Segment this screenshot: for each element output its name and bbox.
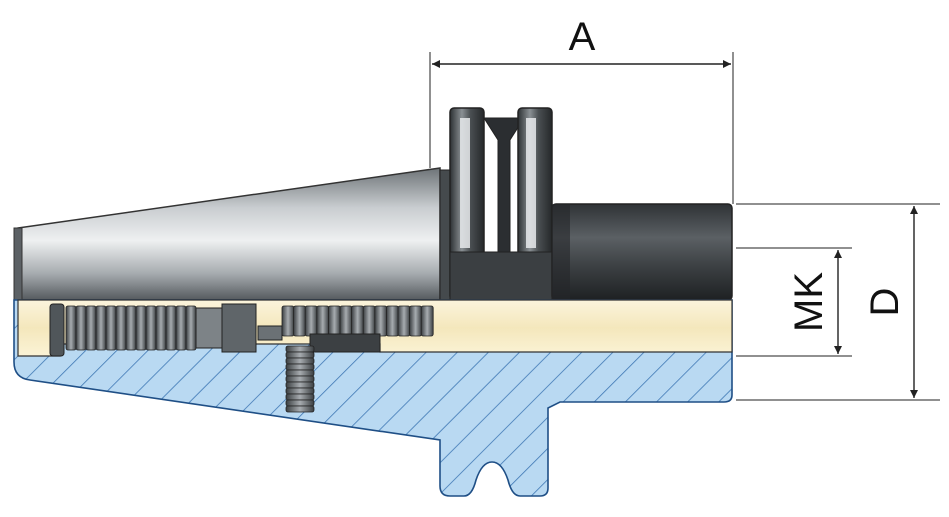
thread-ridge [374, 305, 388, 337]
thread-ridge [327, 305, 341, 337]
thread-ridge [95, 305, 107, 351]
dimension-mk: MK [736, 247, 852, 357]
drawbar-thread [65, 305, 197, 351]
thread-ridge [351, 305, 365, 337]
radial-set-screw [285, 345, 315, 413]
label-mk: MK [787, 272, 831, 332]
thread-ridge [285, 369, 315, 377]
thread-ridge [85, 305, 97, 351]
flange-lower-band [449, 251, 553, 301]
thread-ridge [339, 305, 353, 337]
drawbar-end [49, 303, 65, 357]
thread-ridge [105, 305, 117, 351]
thread-ridge [285, 363, 315, 371]
front-body-shade [552, 204, 570, 300]
thread-ridge [285, 399, 315, 407]
dimension-a: A [429, 15, 734, 204]
adjust-screw-body [309, 333, 381, 353]
thread-ridge [420, 305, 434, 337]
thread-ridge [304, 305, 318, 337]
thread-ridge [145, 305, 157, 351]
thread-ridge [285, 381, 315, 389]
thread-ridge [293, 305, 307, 337]
thread-ridge [115, 305, 127, 351]
thread-ridge [285, 405, 315, 413]
thread-ridge [125, 305, 137, 351]
thread-ridge [285, 357, 315, 365]
thread-ridge [135, 305, 147, 351]
label-d: D [863, 288, 907, 317]
label-a: A [569, 15, 596, 59]
thread-ridge [285, 345, 315, 353]
thread-ridge [175, 305, 187, 351]
front-body [551, 203, 733, 301]
thread-ridge [155, 305, 167, 351]
thread-ridge [281, 305, 295, 337]
thread-ridge [385, 305, 399, 337]
adjust-screw-thread [281, 305, 434, 337]
thread-ridge [285, 351, 315, 359]
taper-end-face [13, 227, 23, 301]
flange-highlight-left [460, 118, 470, 248]
thread-ridge [316, 305, 330, 337]
thread-ridge [285, 387, 315, 395]
set-screw-seat [257, 325, 283, 341]
thread-ridge [165, 305, 177, 351]
dimension-d: D [736, 203, 940, 401]
thread-ridge [185, 305, 197, 351]
thread-ridge [75, 305, 87, 351]
drawbar-collar [221, 303, 257, 353]
flange-ring-left [439, 169, 451, 301]
thread-ridge [65, 305, 77, 351]
thread-ridge [285, 375, 315, 383]
flange-highlight-right [526, 118, 536, 248]
taper-shank [17, 167, 441, 301]
thread-ridge [397, 305, 411, 337]
thread-ridge [362, 305, 376, 337]
thread-ridge [285, 393, 315, 401]
thread-ridge [409, 305, 423, 337]
